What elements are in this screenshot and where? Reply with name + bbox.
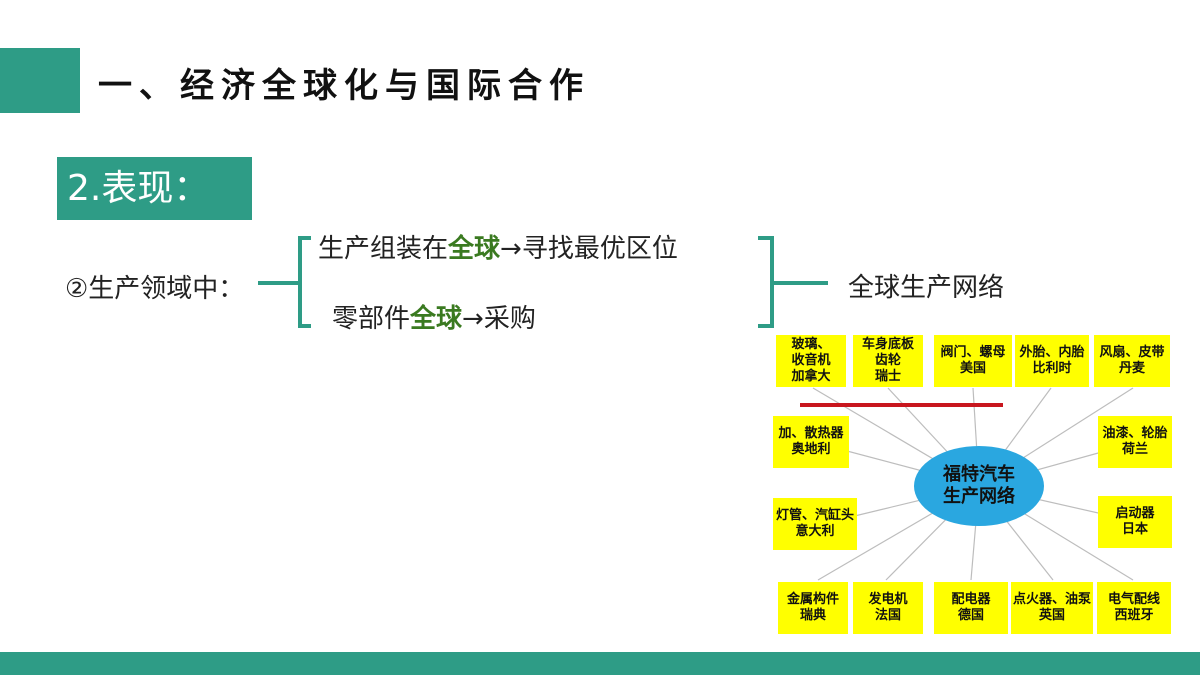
supplier-france: 发电机 法国 [853, 582, 923, 634]
supplier-netherlands: 油漆、轮胎 荷兰 [1098, 416, 1172, 468]
supplier-usa: 阀门、螺母 美国 [934, 335, 1012, 387]
section-label: 2.表现： [57, 157, 252, 220]
supplier-italy: 灯管、汽缸头 意大利 [773, 498, 857, 550]
supplier-uk: 点火器、油泵 英国 [1011, 582, 1093, 634]
right-brace [758, 236, 774, 328]
supplier-denmark: 风扇、皮带 丹麦 [1094, 335, 1170, 387]
supplier-spain: 电气配线 西班牙 [1097, 582, 1171, 634]
footer-bar [0, 652, 1200, 675]
supplier-sweden: 金属构件 瑞典 [778, 582, 848, 634]
corner-accent-block [0, 48, 80, 113]
result-text: 全球生产网络 [848, 273, 1005, 303]
left-brace [298, 236, 311, 328]
supplier-canada: 玻璃、 收音机 加拿大 [776, 335, 846, 387]
ford-network-diagram: 玻璃、 收音机 加拿大 车身底板 齿轮 瑞士 阀门、螺母 美国 外胎、内胎 比利… [773, 330, 1200, 635]
center-ellipse: 福特汽车 生产网络 [914, 446, 1044, 526]
line-components: 零部件全球→采购 [332, 304, 536, 334]
supplier-japan: 启动器 日本 [1098, 496, 1172, 548]
supplier-austria: 加、散热器 奥地利 [773, 416, 849, 468]
page-title: 一、经济全球化与国际合作 [98, 66, 590, 106]
supplier-germany: 配电器 德国 [934, 582, 1008, 634]
line-assembly: 生产组装在全球→寻找最优区位 [318, 234, 678, 264]
supplier-belgium: 外胎、内胎 比利时 [1015, 335, 1089, 387]
supplier-switzerland: 车身底板 齿轮 瑞士 [853, 335, 923, 387]
domain-label: ②生产领域中： [65, 274, 245, 304]
